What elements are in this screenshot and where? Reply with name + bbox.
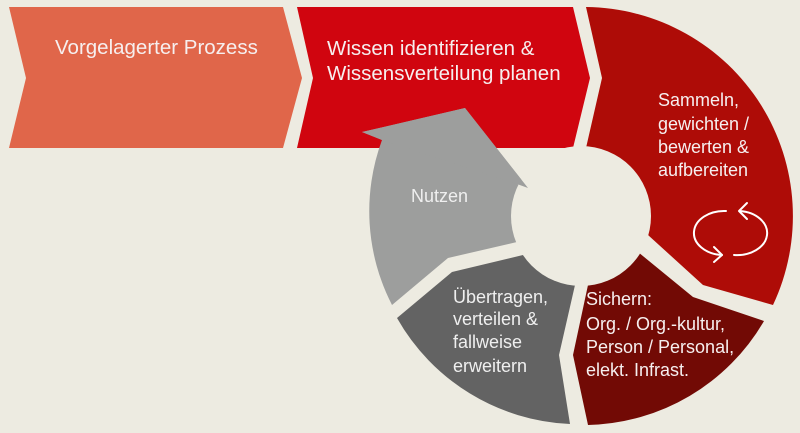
segment-label-sichern: Sichern: Org. / Org.-kultur, Person / Pe… [586, 289, 739, 380]
segment-label-sammeln: Sammeln, gewichten / bewerten & aufberei… [658, 90, 754, 180]
chevron-wissen-identifizieren [297, 7, 590, 148]
nutzen-arrowhead [362, 108, 528, 188]
cycle-segment-nutzen-arrow [362, 108, 581, 305]
cycle-arrow-left-arc [692, 209, 727, 256]
cycle-center-hole [511, 146, 651, 286]
cycle-arrows-icon [692, 202, 769, 263]
cycle-arrow-right-arc [733, 210, 769, 257]
cycle-arrowhead-top [738, 202, 748, 220]
step-label-vorgelagerter-prozess: Vorgelagerter Prozess [55, 36, 258, 59]
chevron-vorgelagerter-prozess [9, 7, 302, 148]
step-label-wissen-identifizieren: Wissen identifizieren & Wissensverteilun… [327, 37, 561, 85]
cycle-arrowhead-bottom [713, 246, 723, 263]
segment-label-nutzen: Nutzen [411, 186, 468, 206]
segment-label-uebertragen: Übertragen, verteilen & fallweise erweit… [453, 287, 553, 376]
